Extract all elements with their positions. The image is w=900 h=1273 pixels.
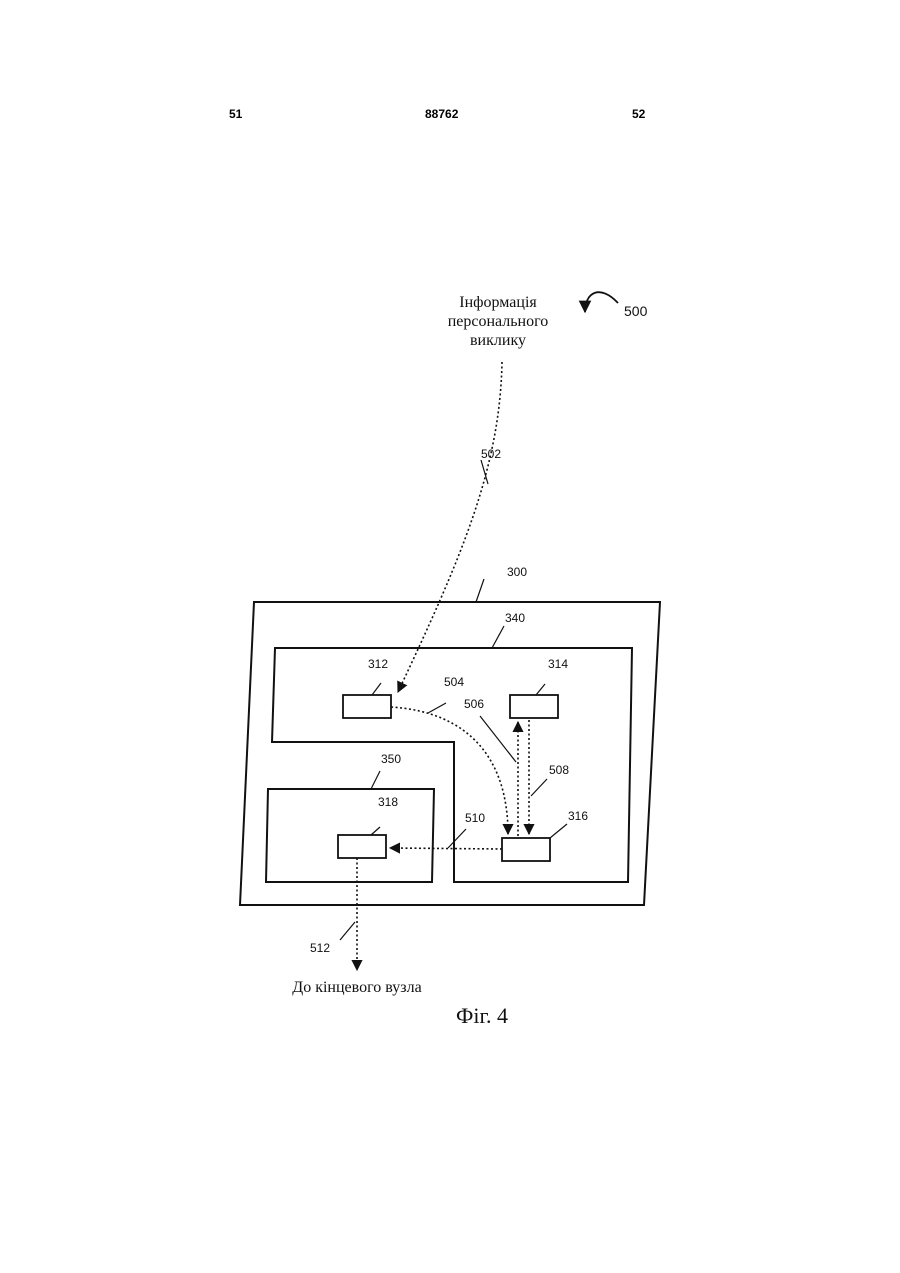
ref-314: 314: [548, 657, 568, 671]
block-318: [338, 835, 386, 858]
ref-500: 500: [624, 303, 648, 319]
ref-504: 504: [444, 675, 464, 689]
ref-502: 502: [481, 447, 501, 461]
ref-316: 316: [568, 809, 588, 823]
ref-350: 350: [381, 752, 401, 766]
figure-caption: Фіг. 4: [456, 1003, 508, 1028]
block-312: [343, 695, 391, 718]
destination-label: До кінцевого вузла: [292, 979, 421, 996]
ref-512: 512: [310, 941, 330, 955]
path-504: [391, 707, 508, 834]
source-label-line-1: Інформація: [459, 294, 537, 311]
figure-ref-arrow: [585, 292, 618, 312]
ref-318: 318: [378, 795, 398, 809]
path-510: [390, 848, 502, 849]
ref-506: 506: [464, 697, 484, 711]
ref-312: 312: [368, 657, 388, 671]
ref-508: 508: [549, 763, 569, 777]
ref-510: 510: [465, 811, 485, 825]
source-label-line-2: персонального: [448, 313, 549, 330]
path-502: [398, 362, 502, 692]
source-label-line-3: виклику: [470, 332, 526, 349]
ref-340: 340: [505, 611, 525, 625]
block-316: [502, 838, 550, 861]
block-314: [510, 695, 558, 718]
ref-300: 300: [507, 565, 527, 579]
